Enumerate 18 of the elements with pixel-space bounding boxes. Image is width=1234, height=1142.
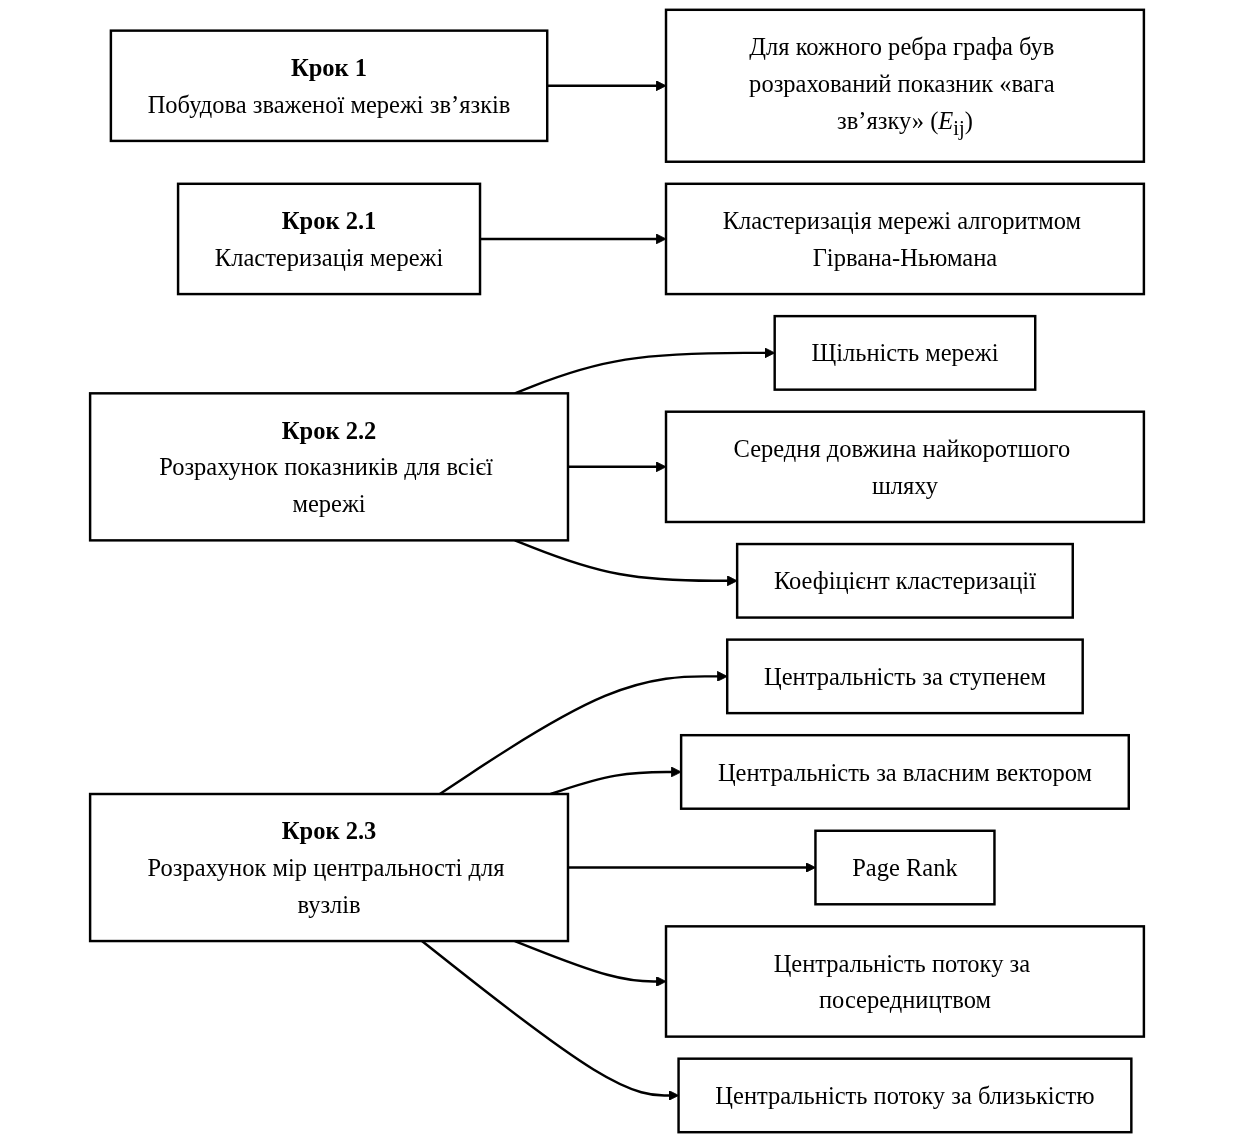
node-box — [88, 392, 570, 542]
node-box — [679, 733, 1130, 810]
node-box — [664, 925, 1146, 1038]
node-box — [726, 638, 1084, 715]
node-box — [664, 410, 1146, 524]
node-box — [735, 542, 1074, 619]
node-box — [664, 8, 1146, 163]
arrow — [568, 862, 816, 873]
arrow — [568, 461, 667, 473]
arrow — [547, 80, 667, 92]
node-box — [677, 1057, 1133, 1134]
node-box — [109, 29, 549, 143]
node-box — [176, 182, 482, 296]
node-box — [773, 314, 1037, 391]
arrow — [480, 233, 667, 245]
node-box — [664, 182, 1146, 296]
node-box — [814, 829, 996, 906]
node-box — [88, 792, 570, 943]
